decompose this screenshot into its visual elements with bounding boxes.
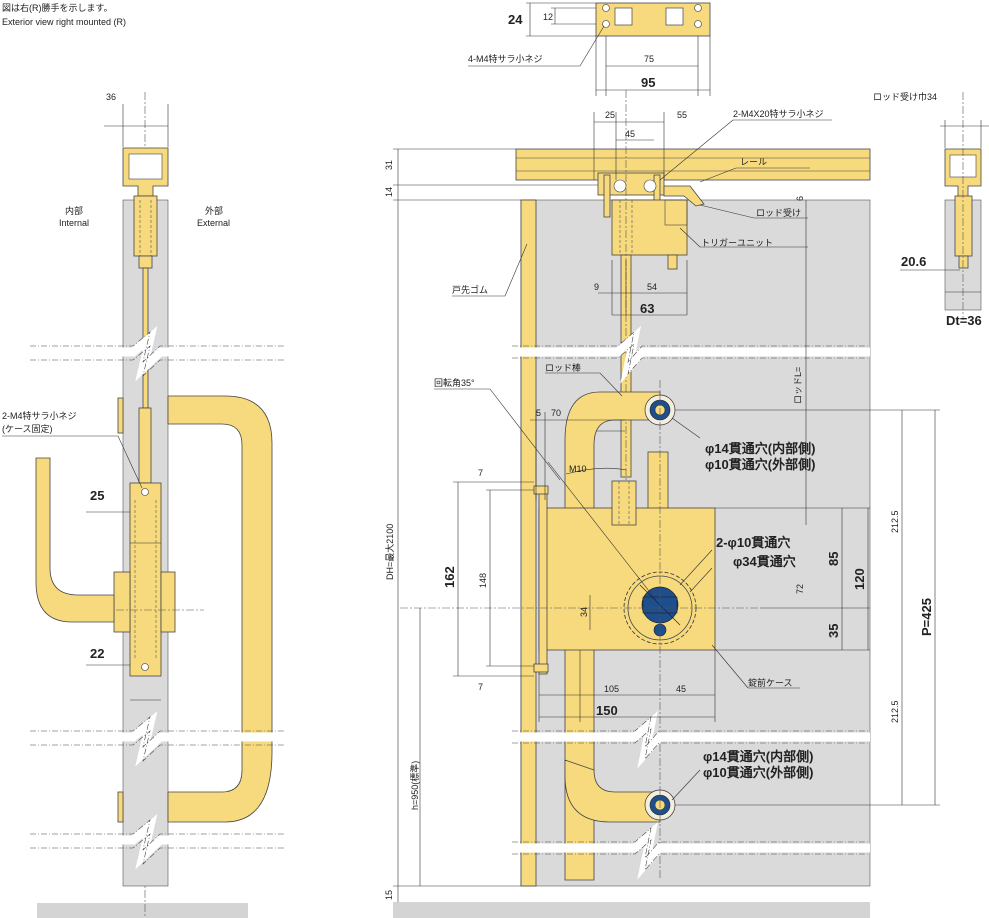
front-floor	[393, 902, 870, 918]
rail-label: レール	[740, 157, 767, 167]
h-label: h=950(標準)	[409, 761, 420, 810]
lock-case-label: 錠前ケース	[748, 677, 793, 688]
pull-handle-lower	[564, 759, 661, 823]
side-pull-handle	[167, 395, 273, 823]
front-dim-34: 34	[579, 607, 589, 617]
front-dim-148: 148	[478, 573, 488, 588]
front-dim-63: 63	[640, 301, 654, 316]
front-dim-55: 55	[677, 110, 687, 120]
note-jp: 図は右(R)勝手を示します。	[2, 2, 113, 13]
door-rubber-label: 戸先ゴム	[452, 284, 488, 295]
top-dim-12: 12	[543, 12, 553, 22]
side-external-jp: 外部	[205, 205, 223, 216]
side-dim-25: 25	[90, 488, 104, 503]
detail-dim-206: 20.6	[901, 254, 926, 269]
note-en: Exterior view right mounted (R)	[2, 17, 126, 27]
top-plate	[595, 2, 711, 37]
front-dim-2125b: 212.5	[890, 700, 900, 723]
front-dim-7b: 7	[478, 682, 483, 692]
top-view: 24 12 75 95 4-M4特サラ小ネジ	[468, 2, 711, 96]
side-lock-case	[129, 482, 162, 677]
side-inner-lever	[35, 457, 115, 623]
front-dim-70: 70	[551, 408, 561, 418]
holes-2-10-label: 2-φ10貫通穴	[716, 535, 790, 550]
front-dim-45: 45	[625, 129, 635, 139]
side-dim-22: 22	[90, 646, 104, 661]
side-internal-jp: 内部	[65, 205, 83, 216]
screw-m4x20-label: 2-M4X20特サラ小ネジ	[733, 108, 824, 119]
front-dim-14: 14	[384, 187, 394, 197]
front-dim-p425: P=425	[919, 598, 934, 636]
front-dim-54: 54	[647, 282, 657, 292]
rod-holder	[663, 185, 705, 207]
front-view: 25 55 45 2-M4X20特サラ小ネジ レール ロッド受け トリガーユニッ…	[384, 90, 940, 918]
front-dim-150: 150	[596, 703, 618, 718]
rail	[515, 148, 871, 181]
front-dim-105: 105	[604, 684, 619, 694]
hole14-b-label: φ14貫通穴(内部側)	[703, 749, 813, 764]
top-dim-95: 95	[641, 75, 655, 90]
hole14-a-label: φ14貫通穴(内部側)	[705, 441, 815, 456]
front-dim-7a: 7	[478, 468, 483, 478]
lock-case	[538, 507, 716, 651]
side-rose-inner	[113, 571, 131, 633]
holder-width-label: ロッド受け巾34	[873, 91, 937, 102]
front-dim-6: 6	[795, 196, 805, 201]
m10-label: M10	[569, 464, 587, 474]
rotation-angle-label: 回転角35°	[434, 377, 475, 388]
side-screw-label-2: (ケース固定)	[2, 423, 53, 434]
front-dim-45b: 45	[676, 684, 686, 694]
hole10-b-label: φ10貫通穴(外部側)	[703, 765, 813, 780]
front-dim-9: 9	[594, 282, 599, 292]
front-dim-162: 162	[442, 566, 457, 588]
hole34-label: φ34貫通穴	[733, 554, 796, 569]
front-dim-2125a: 212.5	[890, 510, 900, 533]
door-edge-rubber	[520, 199, 537, 887]
front-dim-31: 31	[384, 160, 394, 170]
rod-holder-label: ロッド受け	[756, 207, 801, 218]
side-external-en: External	[197, 218, 230, 228]
top-screw-label: 4-M4特サラ小ネジ	[468, 53, 543, 64]
front-dim-35: 35	[826, 624, 841, 638]
dh-label: DH=最大2100	[384, 524, 395, 580]
rod-label: ロッド棒	[545, 362, 581, 373]
front-dim-25: 25	[605, 110, 615, 120]
top-dim-75: 75	[644, 54, 654, 64]
side-internal-en: Internal	[59, 218, 89, 228]
detail-dt-label: Dt=36	[946, 313, 982, 328]
side-rose-outer	[160, 571, 176, 633]
side-view: 36 内部 Internal 外部 External 2-M4特サラ小ネジ (ケ…	[2, 92, 285, 918]
trigger-unit	[611, 199, 688, 256]
front-break-lines	[512, 325, 870, 880]
hole10-a-label: φ10貫通穴(外部側)	[705, 457, 815, 472]
front-dim-5: 5	[536, 408, 541, 418]
front-dim-72: 72	[795, 584, 805, 594]
trigger-unit-label: トリガーユニット	[701, 238, 773, 248]
front-dim-120: 120	[852, 568, 867, 590]
side-dim-36: 36	[106, 92, 116, 102]
side-trigger	[133, 195, 158, 257]
detail-view: ロッド受け巾34 20.6 Dt=36	[873, 91, 989, 328]
side-screw-label-1: 2-M4特サラ小ネジ	[2, 410, 77, 421]
rod-length-label: ロッドL=	[793, 367, 803, 404]
front-dim-85: 85	[826, 552, 841, 566]
side-break-lines	[30, 326, 285, 870]
side-floor	[37, 903, 248, 918]
top-dim-24: 24	[508, 12, 523, 27]
front-dim-15: 15	[384, 890, 394, 900]
